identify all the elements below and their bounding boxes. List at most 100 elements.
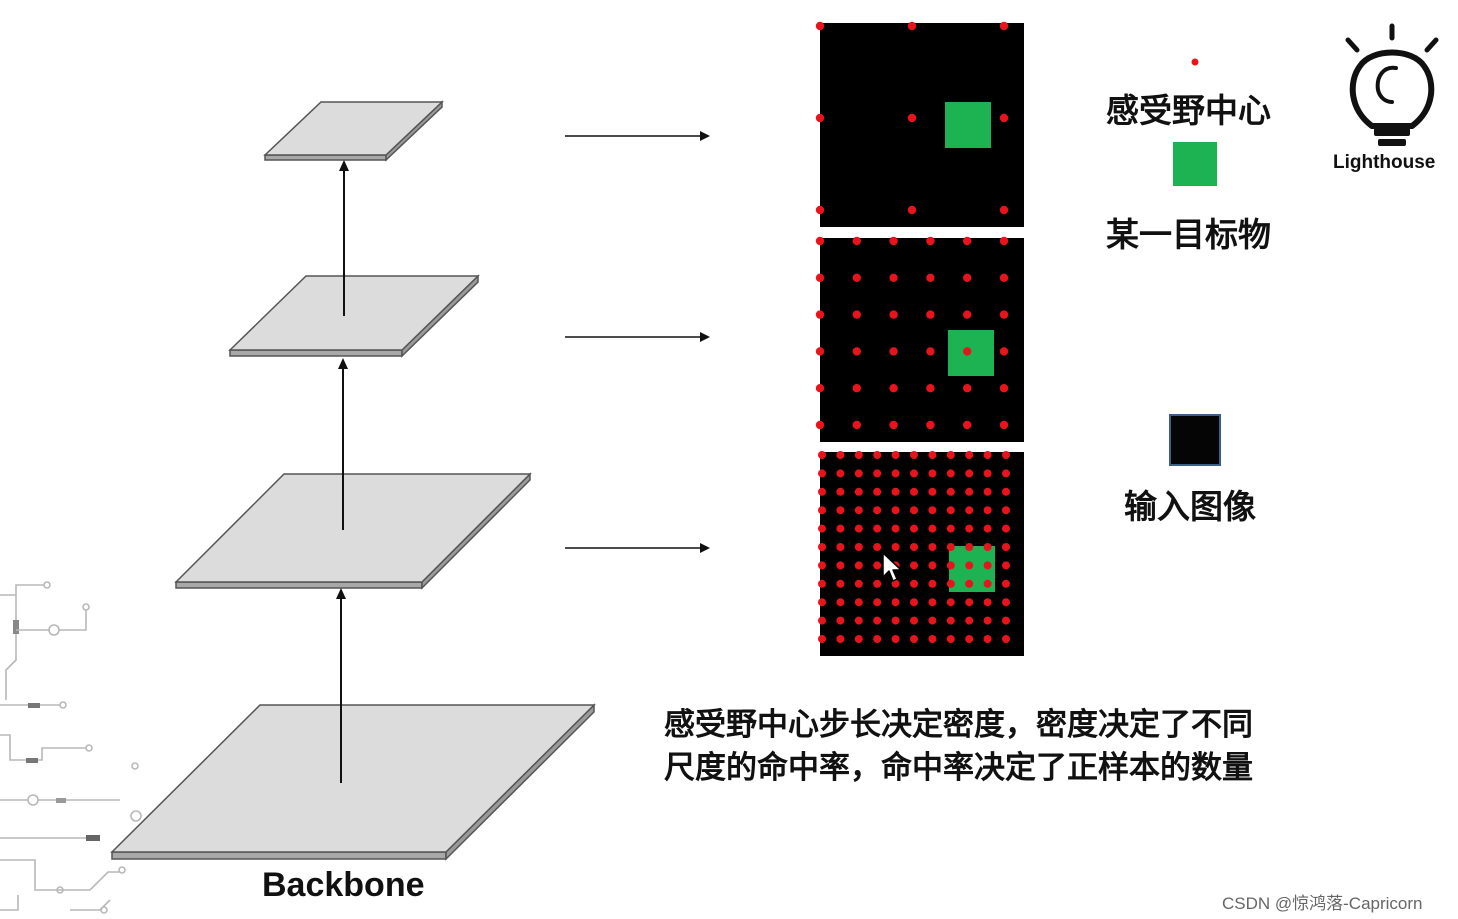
medium-grid-point [999,273,1009,282]
medium-grid-point [999,236,1009,246]
medium-grid-point [963,384,972,393]
fine-grid-point [983,469,992,478]
fine-grid-point [983,543,992,551]
fine-grid-point [983,561,992,570]
medium-grid-point [999,310,1009,319]
mouse-cursor-icon [882,552,902,582]
fine-grid-point [891,543,900,551]
medium-grid-point [999,347,1009,356]
medium-grid-point [815,273,825,282]
feature-plane-1 [263,100,444,162]
fine-grid-point [1002,561,1010,570]
fine-grid-point [873,451,882,459]
watermark: CSDN @惊鸿落-Capricorn [1222,894,1423,913]
medium-grid-point [889,347,898,356]
fine-grid-point [1002,524,1010,533]
coarse-grid-point [999,205,1009,215]
fine-grid-point [818,506,826,515]
backbone-label: Backbone [262,866,425,904]
fine-grid-point [873,506,882,515]
fine-grid-point [983,487,992,496]
fine-grid-point [1002,451,1010,459]
legend-target-marker [1173,142,1217,186]
fine-grid-point [983,579,992,588]
fine-grid-point [818,635,826,643]
medium-grid-point [999,384,1009,393]
legend-input-label: 输入图像 [1124,487,1256,526]
upward-arrows [336,160,349,783]
medium-grid-point [815,347,825,356]
medium-grid-point [889,420,898,430]
fine-grid-point [891,487,900,496]
fine-grid-point [873,598,882,607]
backbone-plane [110,703,596,861]
fine-grid-point [836,598,845,607]
fine-grid-point [1002,635,1010,643]
fine-grid-point [946,524,955,533]
fine-grid-point [818,524,826,533]
medium-grid-point [889,310,898,319]
fine-grid-point [928,561,937,570]
fine-grid-point [928,598,937,607]
fine-grid-point [836,579,845,588]
fine-grid-point [873,469,882,478]
fine-grid-point [836,469,845,478]
medium-grid-point [926,273,935,282]
fine-grid-point [965,469,974,478]
fine-grid-point [928,543,937,551]
fine-grid-point [983,616,992,625]
fine-grid-point [836,506,845,515]
fine-grid-point [873,561,882,570]
fine-grid-point [965,524,974,533]
fine-grid-point [836,543,845,551]
fine-grid-point [965,543,974,551]
lightbulb-icon [1345,23,1439,146]
fine-grid-point [818,487,826,496]
coarse-grid-point [815,205,825,215]
medium-grid-point [889,236,898,246]
medium-grid-point [926,310,935,319]
fine-grid-point [946,561,955,570]
fine-grid-point [873,579,882,588]
fine-grid-point [910,598,918,607]
fine-grid-point [854,543,863,551]
fine-grid-point [983,451,992,459]
fine-grid-point [836,487,845,496]
fine-grid-point [983,524,992,533]
caption: 感受野中心步长决定密度，密度决定了不同 尺度的命中率，命中率决定了正样本的数量 [664,704,1364,790]
fine-grid-point [818,579,826,588]
fine-grid-point [1002,579,1010,588]
fine-grid-point [818,451,826,459]
medium-grid-point [852,420,861,430]
medium-grid-point [963,236,972,246]
feature-plane-3 [174,472,532,590]
fine-grid-point [928,451,937,459]
fine-grid-point [965,635,974,643]
medium-grid-point [815,236,825,246]
fine-grid-point [836,635,845,643]
fine-grid-point [910,561,918,570]
logo-text: Lighthouse [1333,152,1436,173]
feature-plane-2 [228,274,480,358]
fine-grid-point [854,598,863,607]
coarse-grid-target [945,102,991,148]
medium-grid-point [815,310,825,319]
fine-grid-point [1002,543,1010,551]
fine-grid-point [891,635,900,643]
coarse-grid-point [999,21,1009,31]
fine-grid-point [854,561,863,570]
fine-grid-point [910,616,918,625]
fine-grid-point [946,487,955,496]
fine-grid-point [873,543,882,551]
fine-grid-point [836,616,845,625]
medium-grid-point [963,420,972,430]
fine-grid-point [891,598,900,607]
fine-grid-point [946,616,955,625]
fine-grid-point [854,487,863,496]
fine-grid-point [854,469,863,478]
fine-grid-point [1002,469,1010,478]
fine-grid-point [891,579,900,588]
fine-grid-point [983,598,992,607]
fine-grid-point [854,635,863,643]
